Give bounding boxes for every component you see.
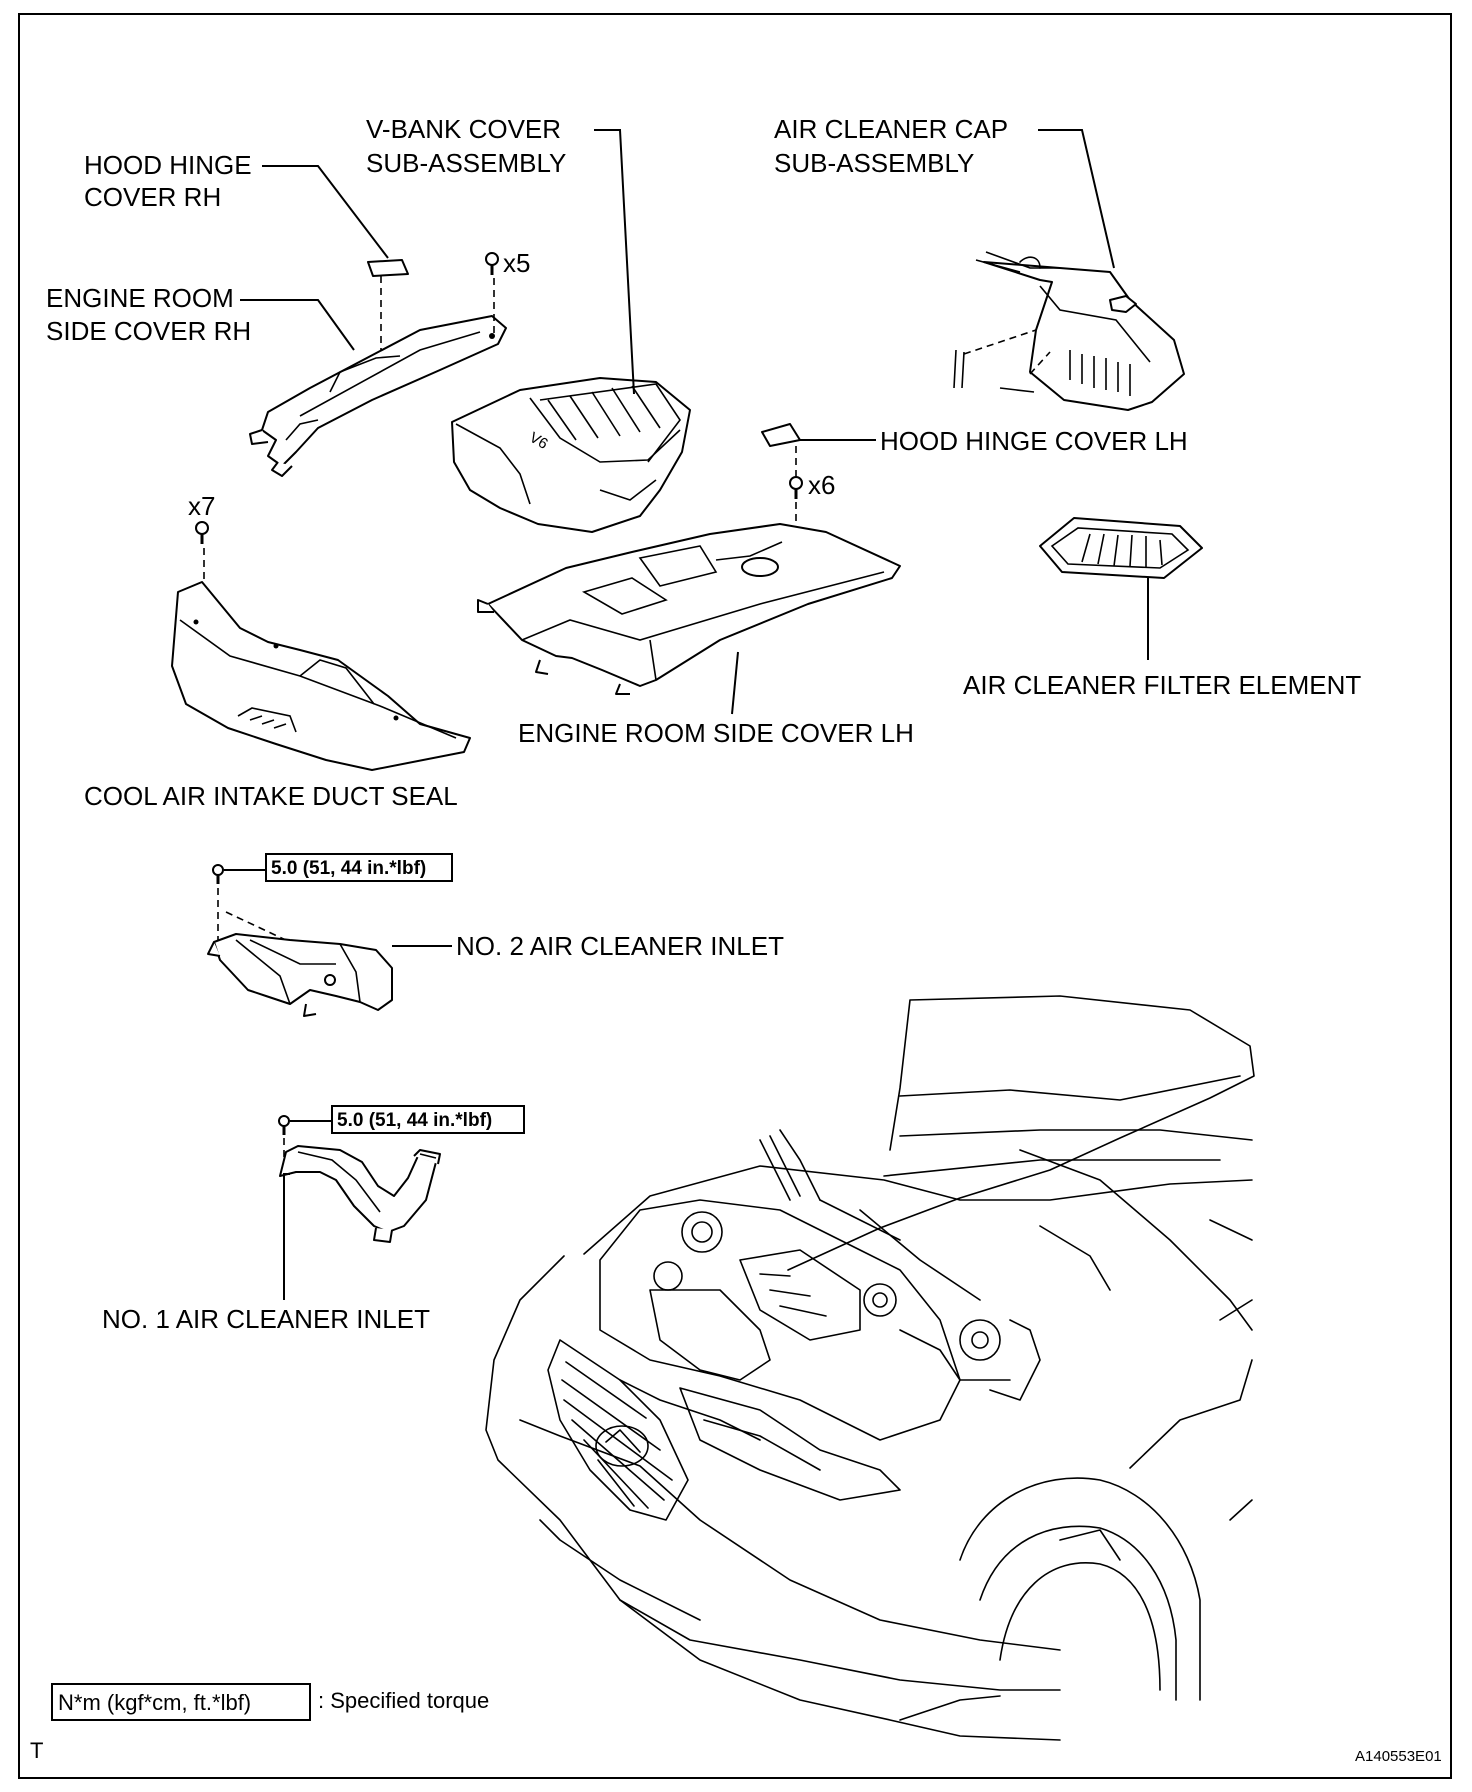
clip-icon	[485, 252, 499, 275]
v-bank-cover-part: V6	[451, 377, 691, 533]
vehicle-front-illustration	[485, 995, 1255, 1741]
hood-hinge-cover-lh-part	[761, 423, 801, 447]
qty-lh-cover-clips: x6	[808, 470, 835, 500]
label-no2-air-cleaner-inlet: NO. 2 AIR CLEANER INLET	[456, 931, 784, 961]
bolt-icon	[278, 1115, 290, 1135]
cool-air-intake-duct-seal-part	[171, 581, 471, 771]
no2-air-cleaner-inlet-part	[207, 933, 393, 1017]
label-hood-hinge-cover-rh-line1: HOOD HINGE	[84, 150, 252, 180]
label-air-cleaner-cap-line1: AIR CLEANER CAP	[774, 114, 1008, 144]
label-cool-air-intake-duct-seal: COOL AIR INTAKE DUCT SEAL	[84, 781, 458, 811]
legend-description: : Specified torque	[318, 1688, 489, 1713]
bolt-icon	[212, 864, 224, 884]
label-no1-air-cleaner-inlet: NO. 1 AIR CLEANER INLET	[102, 1304, 430, 1334]
label-engine-room-side-cover-lh: ENGINE ROOM SIDE COVER LH	[518, 718, 914, 748]
label-v-bank-cover-line1: V-BANK COVER	[366, 114, 561, 144]
figure-id: A140553E01	[1355, 1748, 1442, 1765]
clip-icon	[789, 476, 803, 499]
corner-mark: T	[30, 1738, 43, 1763]
torque-box-no2	[265, 853, 453, 882]
hood-hinge-cover-rh-part	[367, 259, 409, 277]
torque-no2-inlet: 5.0 (51, 44 in.*lbf)	[271, 858, 426, 879]
label-v-bank-cover-line2: SUB-ASSEMBLY	[366, 148, 566, 178]
label-engine-room-side-cover-rh-line2: SIDE COVER RH	[46, 316, 251, 346]
qty-v-bank-clips: x5	[503, 248, 530, 278]
v-bank-emblem: V6	[526, 429, 550, 453]
label-air-cleaner-filter-element: AIR CLEANER FILTER ELEMENT	[963, 670, 1361, 700]
torque-no1-inlet: 5.0 (51, 44 in.*lbf)	[337, 1110, 492, 1131]
label-hood-hinge-cover-rh-line2: COVER RH	[84, 182, 221, 212]
clip-icon	[195, 521, 209, 544]
torque-box-no1	[331, 1105, 525, 1134]
legend-unit-box	[51, 1683, 311, 1721]
label-engine-room-side-cover-rh-line1: ENGINE ROOM	[46, 283, 234, 313]
air-cleaner-filter-element-part	[1039, 517, 1203, 579]
engine-room-side-cover-lh-part	[477, 523, 901, 695]
diagram-frame	[18, 13, 1452, 1779]
air-cleaner-cap-part	[953, 251, 1185, 411]
label-hood-hinge-cover-lh: HOOD HINGE COVER LH	[880, 426, 1188, 456]
qty-duct-seal-clips: x7	[188, 491, 215, 521]
legend-unit-text: N*m (kgf*cm, ft.*lbf)	[58, 1690, 251, 1715]
label-air-cleaner-cap-line2: SUB-ASSEMBLY	[774, 148, 974, 178]
engine-room-side-cover-rh-part	[249, 315, 507, 477]
no1-air-cleaner-inlet-part	[279, 1145, 441, 1243]
